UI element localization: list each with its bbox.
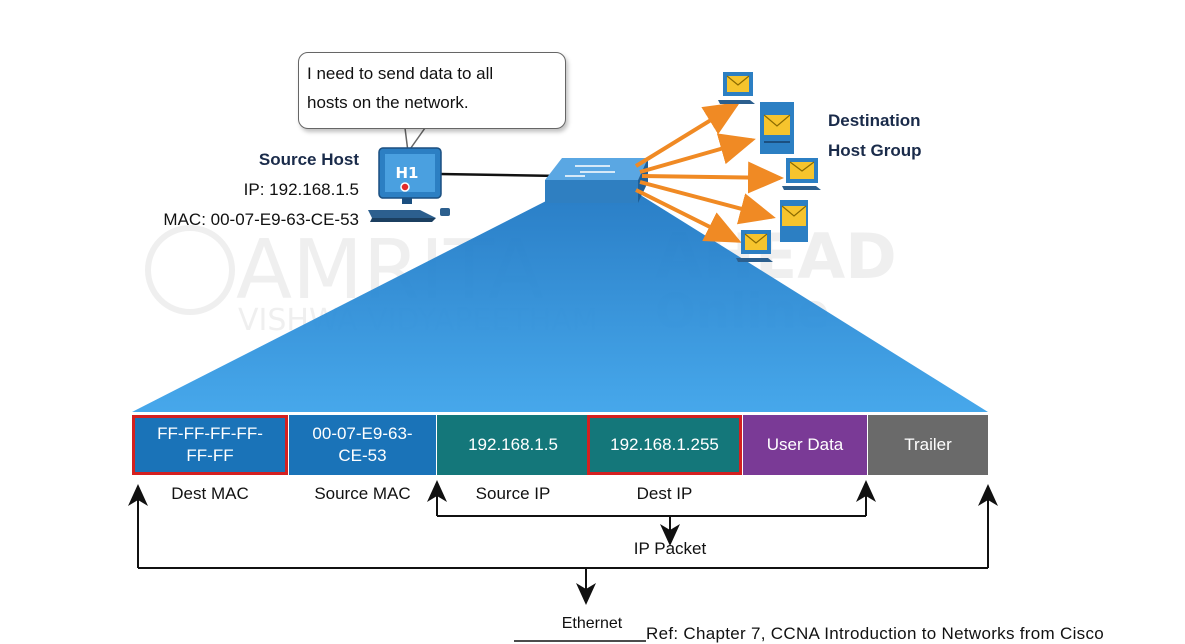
trailer-label: Trailer [904,435,952,454]
dest-mac-value-line-2: FF-FF [186,446,234,465]
dest-host-4-icon [780,200,808,242]
dest-ip-value: 192.168.1.255 [610,435,719,454]
broadcast-arrows [634,101,784,243]
pc-h1-icon: H1 [368,147,450,222]
destination-title-line-1: Destination [828,111,921,130]
dest-host-1-icon [718,72,755,104]
frame-field-trailer: Trailer [868,415,988,475]
source-mac-value-line-1: 00-07-E9-63- [312,424,413,443]
source-ip-caption: Source IP [475,484,551,503]
ip-packet-label: IP Packet [633,539,707,558]
reference-note: Ref: Chapter 7, CCNA Introduction to Net… [646,624,1105,643]
user-data-label: User Data [766,435,844,454]
destination-host-group-title: Destination Host Group [828,106,948,166]
speech-bubble-line-2: hosts on the network. [307,93,469,112]
pc-h1-label: H1 [396,164,419,182]
source-mac-value-line-2: CE-53 [338,446,387,465]
frame-field-dest-mac: FF-FF-FF-FF- FF-FF [132,415,288,475]
ip-packet-bracket [427,480,876,546]
switch-beam [132,196,988,412]
dest-ip-caption: Dest IP [636,484,693,503]
dest-host-3-icon [782,158,821,190]
frame-field-source-mac: 00-07-E9-63- CE-53 [289,415,436,475]
speech-bubble: I need to send data to all hosts on the … [298,52,566,129]
source-host-ip: IP: 192.168.1.5 [243,180,359,199]
frame-field-source-ip: 192.168.1.5 [437,415,589,475]
dest-mac-value-line-1: FF-FF-FF-FF- [157,424,263,443]
h1-switch-link [439,172,561,178]
source-mac-caption: Source MAC [314,484,411,503]
frame-field-user-data: User Data [743,415,867,475]
speech-bubble-line-1: I need to send data to all [307,64,494,83]
dest-host-5-icon [736,230,773,262]
destination-title-line-2: Host Group [828,141,922,160]
dest-host-2-icon [760,102,794,154]
switch-icon [545,158,648,203]
source-host-mac: MAC: 00-07-E9-63-CE-53 [163,210,359,229]
ethernet-bracket [128,484,998,605]
source-host-title: Source Host [258,150,359,169]
ethernet-label: Ethernet [561,615,623,632]
frame-field-dest-ip: 192.168.1.255 [587,415,742,475]
source-ip-value: 192.168.1.5 [468,435,558,454]
dest-mac-caption: Dest MAC [171,484,249,503]
